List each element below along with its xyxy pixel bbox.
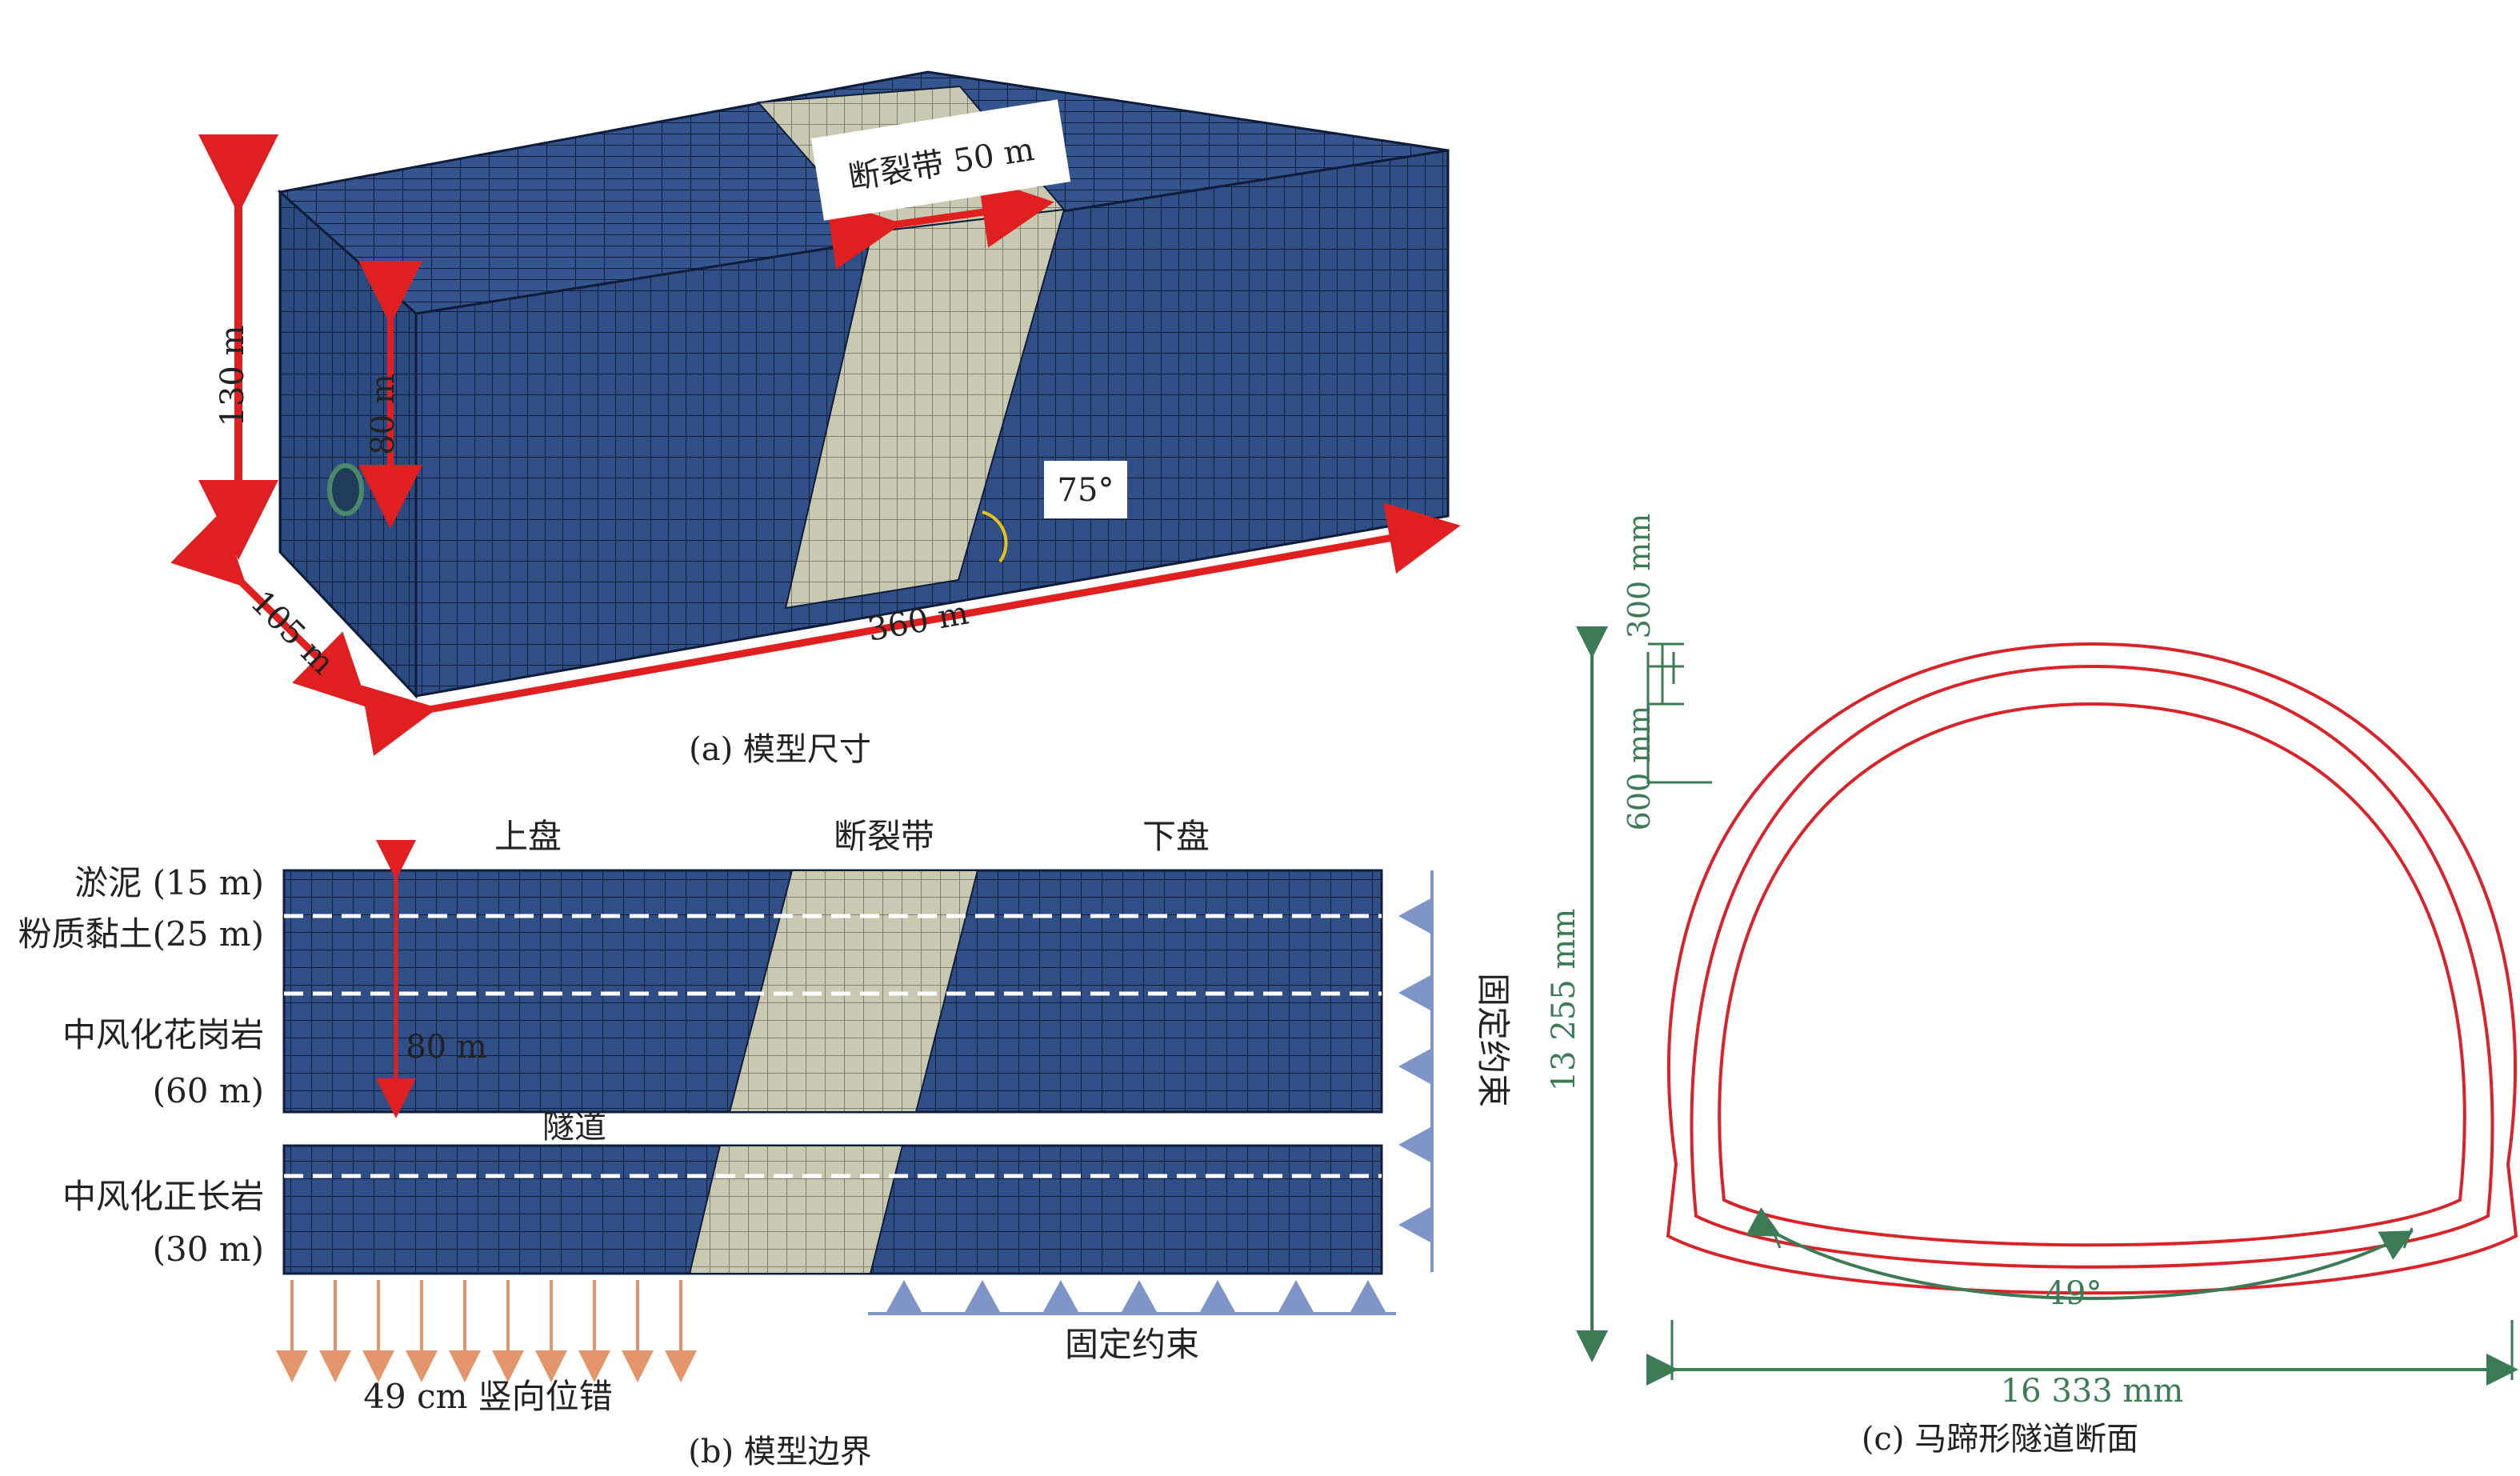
panel-b-caption: (b) 模型边界 xyxy=(688,1434,872,1470)
support-triangle xyxy=(1122,1280,1157,1312)
support-triangle xyxy=(886,1280,922,1312)
invert-angle-label: 49° xyxy=(2046,1275,2102,1312)
length-arrow xyxy=(361,502,1461,756)
fault-width-box xyxy=(810,99,1071,221)
support-triangle xyxy=(1350,1280,1386,1312)
dip-angle-label: 75° xyxy=(1058,472,1114,509)
panel-a-caption: (a) 模型尺寸 xyxy=(689,731,871,768)
support-triangle xyxy=(1200,1280,1235,1312)
fault-zone-upper xyxy=(728,870,979,1113)
depth-label: 80 m xyxy=(406,1029,487,1066)
fault-width-arrow xyxy=(826,176,1054,270)
support-triangle xyxy=(965,1280,1000,1312)
tunnel-inner-line xyxy=(1718,702,2466,1247)
layer-label: 粉质黏土(25 m) xyxy=(18,914,264,954)
layer-label: 淤泥 (15 m) xyxy=(74,863,264,902)
section-height-label: 13 255 mm xyxy=(1546,909,1582,1092)
support-triangle xyxy=(1278,1280,1314,1312)
fault-zone-lower xyxy=(688,1145,904,1274)
fault-zone-label: 断裂带 xyxy=(834,817,934,856)
tunnel-label: 隧道 xyxy=(542,1109,606,1146)
layer-label: 中风化花岗岩 xyxy=(62,1015,264,1054)
bottom-constraint-supports xyxy=(868,1280,1396,1315)
outer-lining-label: 300 mm xyxy=(1622,514,1657,639)
support-triangle xyxy=(1398,974,1432,1011)
tunnel-outer-line xyxy=(1666,642,2518,1295)
support-triangle xyxy=(1398,1206,1432,1243)
layer-label: (60 m) xyxy=(153,1071,264,1110)
width-arrow xyxy=(170,511,369,708)
layer-label: 中风化正长岩 xyxy=(62,1177,264,1216)
support-triangle xyxy=(1398,1126,1432,1163)
bottom-constraint-label: 固定约束 xyxy=(1065,1325,1199,1364)
panel-a-dimensions xyxy=(170,99,1461,756)
panel-b-model xyxy=(282,840,1383,1275)
support-triangle xyxy=(1398,898,1432,934)
section-width-label: 16 333 mm xyxy=(2001,1373,2184,1410)
support-triangle xyxy=(1398,1048,1432,1085)
panel-c-caption: (c) 马蹄形隧道断面 xyxy=(1862,1421,2138,1458)
invert-angle-arc xyxy=(1746,1207,2414,1300)
dip-angle-box xyxy=(1044,461,1127,518)
right-constraint-label: 固定约束 xyxy=(1474,973,1513,1107)
hanging-wall-label: 上盘 xyxy=(494,817,562,856)
support-triangle xyxy=(1043,1280,1078,1312)
height-label: 130 m xyxy=(214,326,251,427)
footwall-label: 下盘 xyxy=(1142,817,1210,856)
displacement-label: 49 cm 竖向位错 xyxy=(363,1377,613,1416)
panel-c-dimensions xyxy=(1576,626,2518,1386)
tunnel-middle-line xyxy=(1690,664,2494,1269)
inner-lining-label: 600 mm xyxy=(1622,706,1657,831)
layer-label: (30 m) xyxy=(153,1230,264,1269)
panel-c-section xyxy=(1666,642,2518,1295)
tunnel-opening xyxy=(327,463,364,516)
right-constraint-supports xyxy=(1398,870,1434,1272)
tunnel-depth-label: 80 m xyxy=(365,374,402,455)
displacement-arrows xyxy=(276,1280,697,1382)
